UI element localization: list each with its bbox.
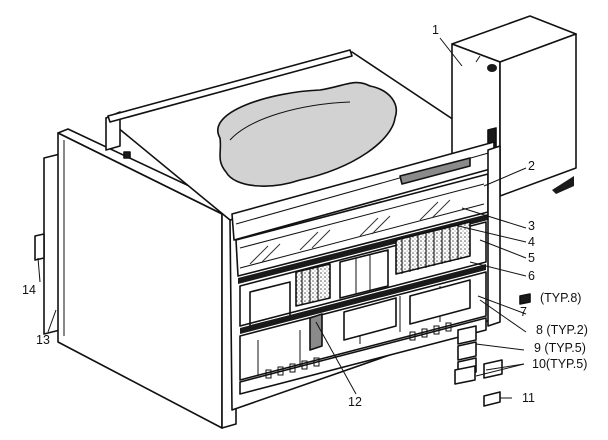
part-10-blocks [454,359,503,385]
callout-2: 2 [528,159,535,173]
callout-3: 3 [528,219,535,233]
leader-lines [37,37,527,399]
callout-13: 13 [36,333,50,347]
console-front [229,141,501,411]
callout-12: 12 [348,395,362,409]
callout-1: 1 [432,23,439,37]
callout-4: 4 [528,235,535,249]
callout-6: 6 [528,269,535,283]
cabinet-top [105,49,497,221]
part-7-cap [519,293,531,305]
part-11-block [483,391,501,407]
callout-7: 7 [520,305,527,319]
callout-8: 8 (TYP.2) [536,323,588,337]
part-9-blocks [457,325,477,377]
callout-typ8: (TYP.8) [540,291,582,305]
callout-9: 9 (TYP.5) [534,341,586,355]
callout-14: 14 [22,283,36,297]
callout-5: 5 [528,251,535,265]
callout-11: 11 [522,391,535,405]
callout-10: 10(TYP.5) [532,357,588,371]
part-14-bracket [34,153,61,335]
